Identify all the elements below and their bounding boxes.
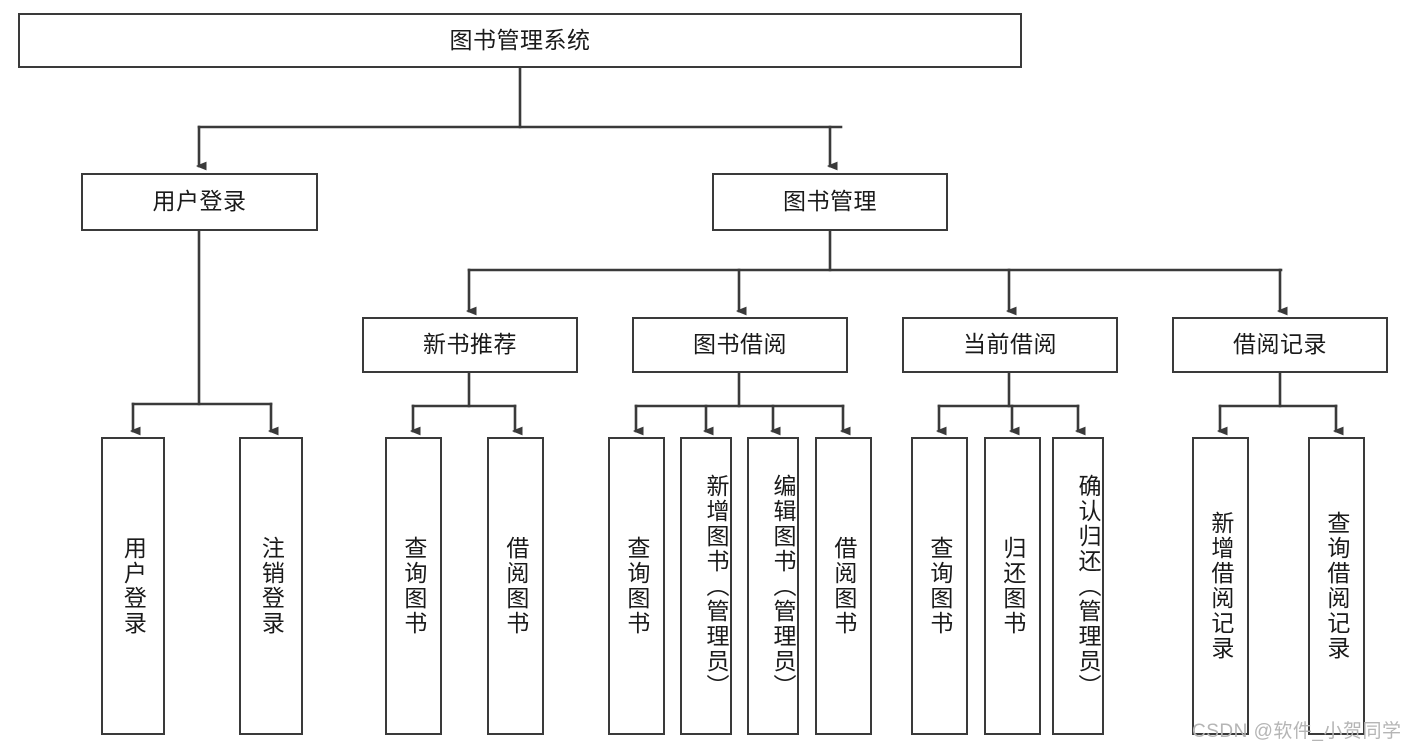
node-leaf-4[interactable]: 查询图书: [608, 437, 665, 735]
node-label: 查询借阅记录: [1323, 511, 1350, 661]
node-label: 用户登录: [120, 536, 147, 636]
node-label: 图书管理: [783, 188, 877, 215]
node-level2-1[interactable]: 图书管理: [712, 173, 948, 231]
node-label: 编辑图书（管理员）: [770, 473, 796, 699]
node-root[interactable]: 图书管理系统: [18, 13, 1022, 68]
node-label: 查询图书: [926, 536, 953, 636]
node-leaf-9[interactable]: 归还图书: [984, 437, 1041, 735]
csdn-watermark: CSDN @软件_小贺同学: [1192, 721, 1402, 742]
node-leaf-3[interactable]: 借阅图书: [487, 437, 544, 735]
node-leaf-6[interactable]: 编辑图书（管理员）: [747, 437, 799, 735]
node-level2-0[interactable]: 用户登录: [81, 173, 318, 231]
node-leaf-2[interactable]: 查询图书: [385, 437, 442, 735]
node-leaf-0[interactable]: 用户登录: [101, 437, 165, 735]
node-label: 用户登录: [152, 188, 247, 215]
node-level3-1[interactable]: 图书借阅: [632, 317, 848, 373]
node-leaf-10[interactable]: 确认归还（管理员）: [1052, 437, 1104, 735]
node-leaf-5[interactable]: 新增图书（管理员）: [680, 437, 732, 735]
node-label: 新书推荐: [423, 331, 517, 358]
node-leaf-1[interactable]: 注销登录: [239, 437, 303, 735]
node-level3-3[interactable]: 借阅记录: [1172, 317, 1388, 373]
node-label: 注销登录: [258, 536, 285, 636]
node-label: 借阅记录: [1233, 331, 1327, 358]
node-level3-2[interactable]: 当前借阅: [902, 317, 1118, 373]
node-leaf-11[interactable]: 新增借阅记录: [1192, 437, 1249, 735]
node-leaf-7[interactable]: 借阅图书: [815, 437, 872, 735]
node-leaf-12[interactable]: 查询借阅记录: [1308, 437, 1365, 735]
node-label: 借阅图书: [830, 536, 857, 636]
node-label: 图书管理系统: [449, 26, 591, 53]
node-label: 图书借阅: [693, 331, 787, 358]
node-label: 新增借阅记录: [1207, 511, 1234, 661]
node-label: 当前借阅: [963, 331, 1057, 358]
node-label: 借阅图书: [502, 536, 529, 636]
node-level3-0[interactable]: 新书推荐: [362, 317, 578, 373]
node-label: 查询图书: [623, 536, 650, 636]
node-label: 归还图书: [999, 536, 1026, 636]
node-leaf-8[interactable]: 查询图书: [911, 437, 968, 735]
node-label: 确认归还（管理员）: [1075, 473, 1101, 699]
node-label: 查询图书: [400, 536, 427, 636]
node-label: 新增图书（管理员）: [703, 473, 729, 699]
